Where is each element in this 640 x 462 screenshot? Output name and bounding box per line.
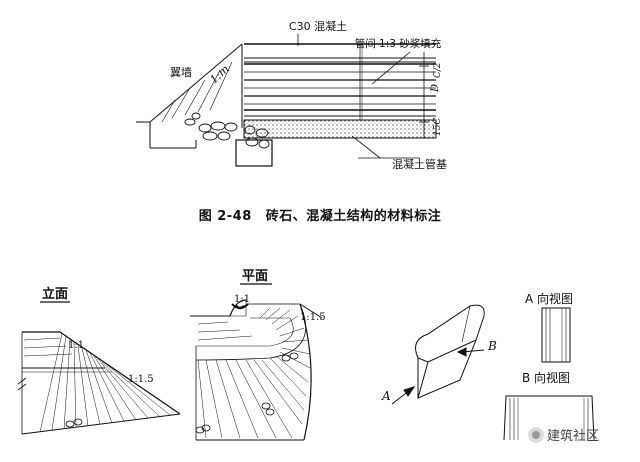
view-b-drawing <box>503 395 595 441</box>
wing-wall <box>149 43 243 128</box>
isometric-wing-wall <box>415 304 485 399</box>
label-mortar: 管间 1:3 砂浆填充 <box>355 37 442 50</box>
figure-caption-number: 图 2-48 <box>198 209 252 224</box>
watermark-logo-icon <box>528 426 544 443</box>
figure-caption-text: 砖石、混凝土结构的材料标注 <box>265 209 442 224</box>
label-concrete: C30 混凝土 <box>289 19 347 33</box>
culvert-section-drawing <box>136 34 437 167</box>
elevation-slope-1: 1:1 <box>68 340 84 351</box>
figure-caption: 图 2-48 砖石、混凝土结构的材料标注 <box>0 205 640 224</box>
view-a-drawing <box>541 307 571 363</box>
view-a-title: A 向视图 <box>525 291 573 306</box>
label-slope: 1:m <box>207 62 231 86</box>
arrow-b-label: B <box>487 339 497 353</box>
label-wing-wall: 翼墙 <box>170 65 192 79</box>
elevation-hatch <box>23 333 171 433</box>
plan-slope-1: 1:1 <box>234 294 250 305</box>
dim-c12: C/2 <box>433 62 443 78</box>
dim-d: D <box>430 84 441 93</box>
arrow-a <box>391 386 416 405</box>
plan-hatch <box>197 307 311 439</box>
label-concrete-base: 混凝土管基 <box>392 157 447 171</box>
elevation-title: 立面 <box>42 286 68 302</box>
watermark-text: 建筑社区 <box>547 429 600 444</box>
plan-slope-2: 1:1.5 <box>300 312 326 323</box>
arrow-b <box>456 347 485 357</box>
elevation-drawing <box>17 331 181 435</box>
watermark: 建筑社区 <box>528 425 599 444</box>
pipe-layers <box>243 43 437 139</box>
dim-15c: 15C <box>433 118 443 136</box>
dimension-lines <box>419 52 429 139</box>
view-b-title: B 向视图 <box>522 370 570 385</box>
plan-drawing <box>190 299 323 441</box>
arrow-a-label: A <box>381 389 391 403</box>
elevation-slope-2: 1:1.5 <box>128 374 154 385</box>
plan-title: 平面 <box>242 269 268 284</box>
